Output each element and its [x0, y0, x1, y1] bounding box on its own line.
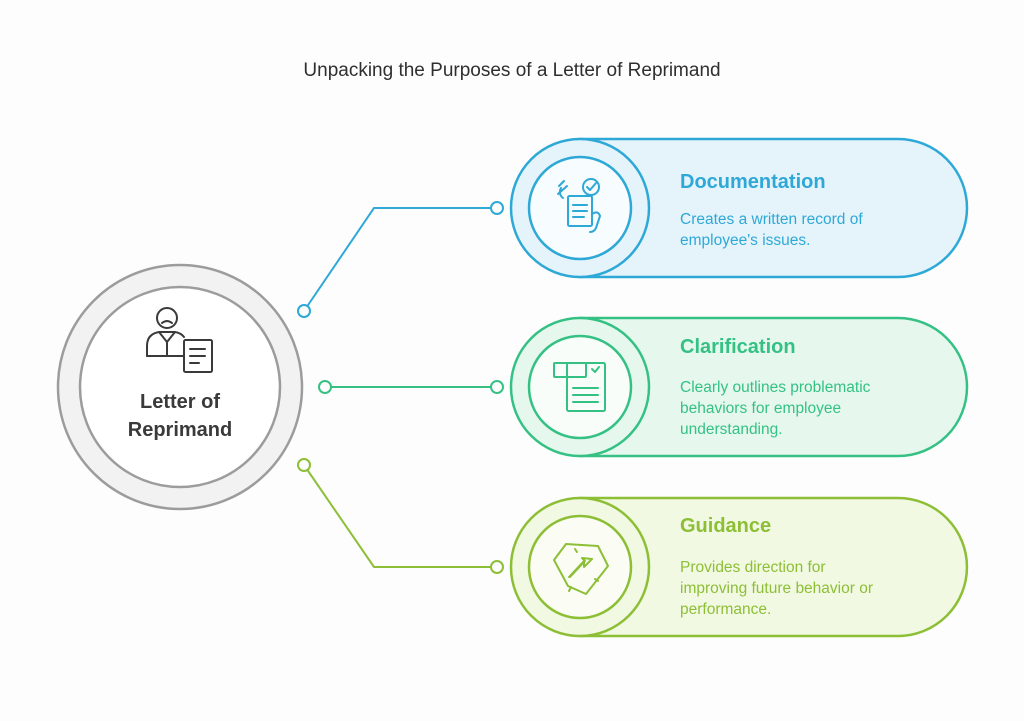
- center-label-line-2: Reprimand: [128, 419, 232, 441]
- card-guidance-shape: [578, 496, 969, 638]
- purpose-card-clarification: Clarification Clearly outlines problemat…: [509, 316, 969, 458]
- center-inner-circle: [78, 285, 282, 489]
- card-documentation-desc-line-2: employee's issues.: [680, 232, 810, 249]
- card-clarification-desc-line-3: understanding.: [680, 421, 783, 438]
- connector-documentation: [303, 207, 496, 312]
- center-node: Letter of Reprimand: [56, 263, 304, 511]
- card-guidance-desc-line-1: Provides direction for: [680, 559, 826, 576]
- card-guidance-desc-line-2: improving future behavior or: [680, 580, 873, 597]
- card-clarification-desc-line-1: Clearly outlines problematic: [680, 379, 871, 396]
- connector-guidance-end-dot: [490, 560, 504, 574]
- center-label-line-1: Letter of: [140, 391, 220, 413]
- person-with-document-icon: [146, 307, 213, 373]
- connector-documentation-end-dot: [490, 201, 504, 215]
- checklist-hands-icon: [557, 178, 601, 233]
- card-clarification-title: Clarification: [680, 336, 796, 358]
- connector-guidance: [303, 464, 496, 568]
- card-documentation-desc-line-1: Creates a written record of: [680, 211, 863, 228]
- card-documentation-title: Documentation: [680, 171, 826, 193]
- card-clarification-desc-line-2: behaviors for employee: [680, 400, 841, 417]
- connectors: [297, 201, 504, 574]
- purpose-card-documentation: Documentation Creates a written record o…: [509, 137, 969, 279]
- direction-arrow-icon: [553, 543, 609, 595]
- connector-documentation-start-dot: [297, 304, 311, 318]
- connector-guidance-start-dot: [297, 458, 311, 472]
- form-document-icon: [553, 362, 606, 412]
- purpose-card-guidance: Guidance Provides direction for improvin…: [509, 496, 969, 638]
- card-documentation-icon-ring-inner: [527, 155, 633, 261]
- card-documentation-shape: [578, 137, 969, 279]
- page-title: Unpacking the Purposes of a Letter of Re…: [303, 60, 720, 81]
- card-clarification-shape: [578, 316, 969, 458]
- card-guidance-desc-line-3: performance.: [680, 601, 771, 618]
- connector-clarification-start-dot: [318, 380, 332, 394]
- connector-clarification-end-dot: [490, 380, 504, 394]
- card-guidance-title: Guidance: [680, 515, 771, 537]
